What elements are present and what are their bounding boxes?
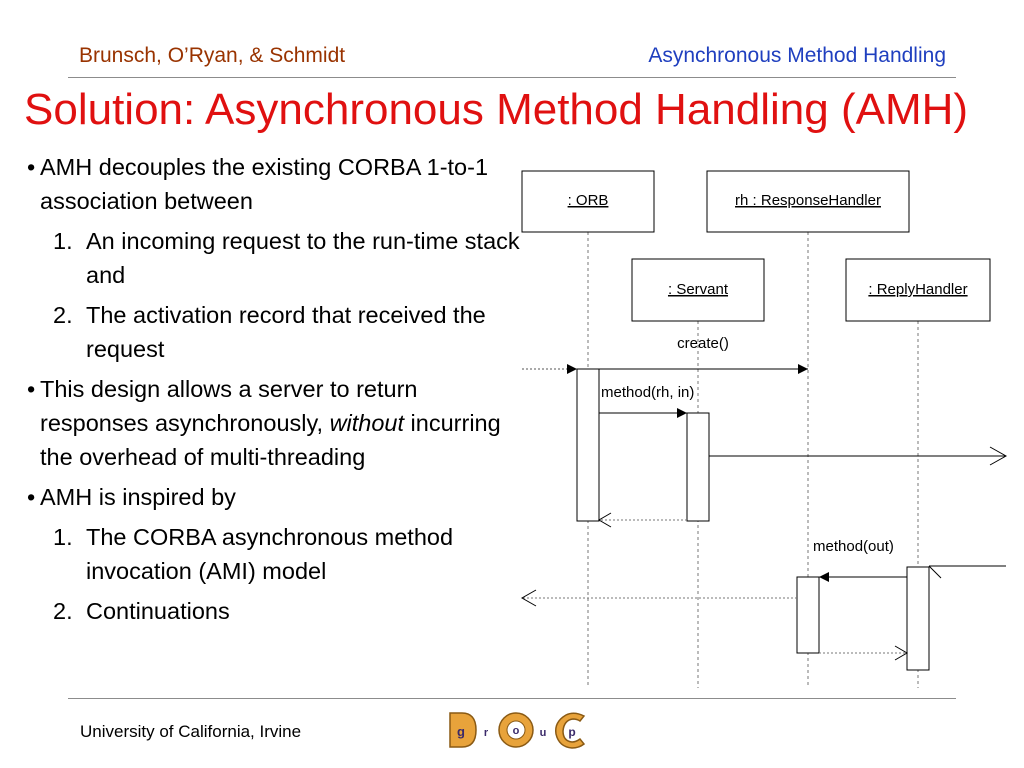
sub-item: 1. An incoming request to the run-time s…	[24, 224, 524, 292]
sub-item: 2. Continuations	[24, 594, 524, 628]
servant-return-arrowhead	[598, 512, 612, 528]
reply-handler-object: : ReplyHandler	[845, 258, 991, 322]
bullet-item: • AMH decouples the existing CORBA 1-to-…	[24, 150, 524, 218]
header-divider	[68, 77, 956, 78]
response-handler-object: rh : ResponseHandler	[706, 170, 910, 233]
logo-letter-u: u	[540, 727, 547, 739]
bullet-list: • AMH decouples the existing CORBA 1-to-…	[24, 150, 524, 628]
logo-letter-p: p	[568, 725, 575, 739]
sub-item-number: 2.	[53, 598, 73, 624]
sub-item-text: The activation record that received the …	[86, 302, 486, 362]
sub-item-text: Continuations	[86, 598, 230, 624]
logo-letter-o: o	[513, 725, 520, 737]
slide-title: Solution: Asynchronous Method Handling (…	[24, 85, 969, 134]
create-message-label: create()	[677, 335, 729, 352]
servant-object-label: : Servant	[668, 281, 729, 298]
response-handler-activation	[796, 576, 820, 654]
method-out-label: method(out)	[813, 538, 894, 555]
reply-handler-activation	[906, 566, 930, 671]
reply-handler-incoming-arrowhead	[928, 565, 942, 579]
bullet-text: AMH decouples the existing CORBA 1-to-1 …	[40, 154, 489, 214]
logo-letter-r: r	[484, 727, 489, 739]
sub-item: 1. The CORBA asynchronous method invocat…	[24, 520, 524, 588]
sequence-diagram: : ORB rh : ResponseHandler : Servant : R…	[520, 170, 1008, 688]
orb-object-label: : ORB	[568, 192, 609, 209]
sub-item-number: 1.	[53, 524, 73, 550]
orb-object: : ORB	[521, 170, 655, 233]
sub-item-number: 1.	[53, 228, 73, 254]
bullet-dot: •	[27, 154, 36, 180]
bullet-item: • AMH is inspired by	[24, 480, 524, 514]
servant-outgoing-arrowhead	[989, 446, 1008, 466]
orb-activation	[576, 368, 600, 522]
sub-item-text: An incoming request to the run-time stac…	[86, 228, 520, 288]
servant-activation	[686, 412, 710, 522]
doc-group-logo: g r o u p	[449, 712, 586, 749]
handler-return-arrowhead	[894, 645, 908, 661]
bullet-emphasis: without	[329, 410, 405, 436]
footer-institution: University of California, Irvine	[80, 722, 302, 741]
header-authors: Brunsch, O’Ryan, & Schmidt	[79, 44, 346, 67]
method-rh-in-label: method(rh, in)	[601, 384, 694, 401]
logo-letter-g: g	[457, 724, 465, 739]
sub-item-text: The CORBA asynchronous method invocation…	[86, 524, 454, 584]
bullet-dot: •	[27, 484, 36, 510]
sub-item-number: 2.	[53, 302, 73, 328]
header-topic: Asynchronous Method Handling	[648, 44, 946, 67]
servant-object: : Servant	[631, 258, 765, 322]
bullet-item: • This design allows a server to return …	[24, 372, 524, 474]
reply-outgoing-arrowhead	[520, 589, 537, 607]
reply-handler-object-label: : ReplyHandler	[868, 281, 967, 298]
response-handler-object-label: rh : ResponseHandler	[735, 192, 881, 209]
bullet-text: AMH is inspired by	[40, 484, 236, 510]
sub-item: 2. The activation record that received t…	[24, 298, 524, 366]
bullet-text: incurring the overhead of multi-threadin…	[40, 410, 501, 470]
footer-divider	[68, 698, 956, 699]
bullet-dot: •	[27, 376, 36, 402]
bullet-text: This design allows a server to return re…	[40, 376, 418, 436]
